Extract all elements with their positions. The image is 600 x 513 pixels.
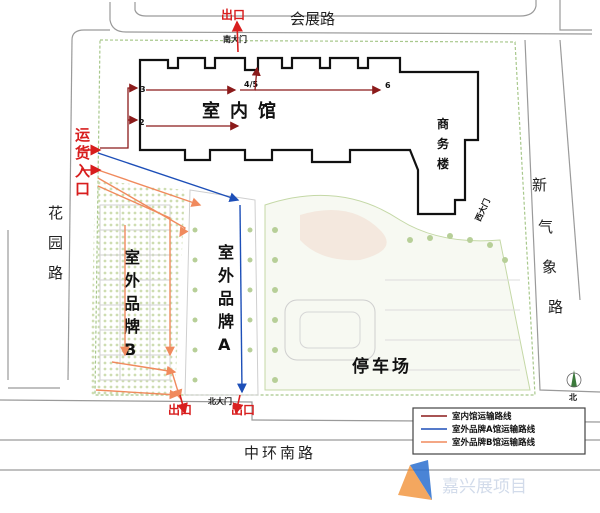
svg-text:牌: 牌	[124, 317, 140, 336]
exit-label-bottom-left: 出口	[168, 402, 192, 417]
svg-text:外: 外	[217, 266, 234, 285]
legend-item: 室外品牌A馆运输路线	[421, 424, 536, 435]
business-building-label: 商务楼	[437, 116, 450, 171]
exit-label-top: 出口	[221, 7, 245, 22]
legend-label: 室外品牌A馆运输路线	[452, 424, 536, 435]
svg-text:象: 象	[542, 258, 557, 276]
exit-arrows	[80, 20, 244, 415]
door-number-2: 2	[139, 118, 145, 127]
legend-label: 室外品牌B馆运输路线	[452, 437, 535, 448]
door-number-3: 3	[140, 85, 146, 94]
legend-item: 室外品牌B馆运输路线	[421, 437, 535, 448]
svg-text:A: A	[218, 335, 231, 354]
parking-area	[264, 194, 531, 391]
svg-text:品: 品	[124, 294, 140, 313]
door-number-6: 6	[385, 81, 391, 90]
legend-label: 室内馆运输路线	[452, 411, 512, 422]
svg-text:外: 外	[123, 271, 140, 290]
svg-text:货: 货	[75, 144, 90, 162]
svg-text:气: 气	[538, 218, 553, 236]
svg-text:商: 商	[437, 116, 449, 131]
route-outdoor-a	[97, 152, 247, 394]
route-outdoor-b	[95, 169, 202, 400]
svg-text:楼: 楼	[437, 156, 449, 171]
svg-text:口: 口	[75, 180, 90, 198]
svg-text:入: 入	[75, 162, 90, 180]
door-number-45: 4/5	[244, 80, 258, 89]
watermark: 嘉兴展项目	[398, 460, 527, 500]
parking-label: 停车场	[352, 356, 412, 377]
outdoor-a-label: 室外品 牌A	[217, 243, 234, 354]
south-gate-label: 南大门	[223, 34, 247, 44]
route-indoor	[100, 66, 382, 149]
indoor-hall-label: 室内馆	[202, 100, 286, 122]
road-label-west: 花园路	[48, 204, 63, 282]
svg-text:路: 路	[48, 264, 63, 282]
svg-text:新: 新	[532, 176, 547, 194]
svg-text:园: 园	[48, 234, 63, 252]
svg-text:路: 路	[548, 298, 563, 316]
watermark-text: 嘉兴展项目	[442, 477, 527, 497]
exit-label-bottom-right: 出口	[231, 402, 255, 417]
svg-text:室: 室	[218, 243, 234, 262]
svg-text:室: 室	[124, 248, 140, 267]
compass-north-label: 北	[569, 392, 577, 402]
svg-text:品: 品	[218, 289, 234, 308]
road-label-north: 会展路	[290, 10, 335, 28]
north-gate-label: 北大门	[208, 396, 232, 406]
outdoor-b-area	[90, 180, 185, 395]
legend-item: 室内馆运输路线	[421, 411, 512, 422]
svg-text:务: 务	[437, 136, 450, 151]
svg-text:运: 运	[75, 126, 90, 144]
svg-text:B: B	[124, 340, 136, 359]
indoor-hall-building	[138, 56, 480, 216]
compass: 北	[566, 370, 582, 402]
svg-text:花: 花	[48, 204, 63, 222]
west-gate-label: 西大门	[473, 197, 492, 223]
road-label-south: 中环南路	[244, 444, 316, 462]
svg-text:牌: 牌	[218, 312, 234, 331]
